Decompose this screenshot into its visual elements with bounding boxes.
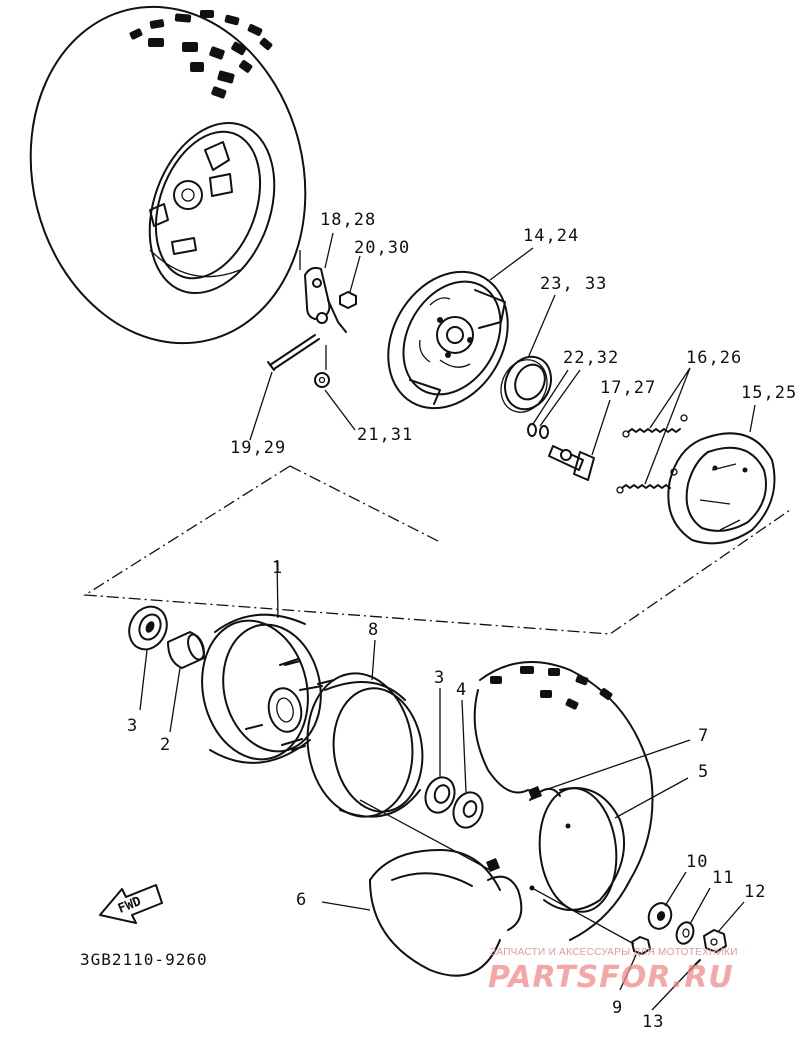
tread-blocks-lower [490,666,613,710]
callout-16-26: 16,26 [686,348,743,368]
callout-4: 4 [456,680,468,700]
fwd-arrow [99,884,163,924]
callout-11: 11 [712,868,735,888]
assembly-centerline [82,465,791,635]
callout-7: 7 [698,726,710,746]
callout-20-30: 20,30 [354,238,411,258]
collar [647,902,673,930]
brake-shoe-plate [387,270,509,410]
bearing-right [424,776,456,814]
tire-rim-outer [473,661,654,941]
washer [675,921,695,945]
oil-seal [500,355,552,413]
seal-washer [452,791,484,829]
callout-17-27: 17,27 [600,378,657,398]
brake-drum-ring [306,672,424,818]
brake-cam-lever [267,250,357,388]
callout-6: 6 [296,890,308,910]
brake-springs [616,414,688,494]
diagram-code: 3GB2110-9260 [80,950,208,969]
bearing-left [128,605,168,651]
callout-23-33: 23, 33 [540,274,608,294]
callout-13: 13 [642,1012,665,1032]
callout-18-28: 18,28 [320,210,377,230]
callout-3-right: 3 [434,668,446,688]
callout-21-31: 21,31 [357,425,414,445]
callout-12: 12 [744,882,767,902]
cotter-pin [689,959,701,971]
callout-10: 10 [686,852,709,872]
brake-camshaft [548,445,595,481]
wheel-hub [201,613,335,764]
callout-8: 8 [368,620,380,640]
rim-nut [631,936,651,955]
tread-blocks [129,10,273,99]
brake-shoes [667,432,776,545]
callout-5: 5 [698,762,710,782]
tire-rim-inner [369,849,535,977]
callout-14-24: 14,24 [523,226,580,246]
watermark-tagline: ЗАПЧАСТИ И АКСЕССУАРЫ ДЛЯ МОТОТЕХНИКИ [490,947,738,958]
callout-9: 9 [612,998,624,1018]
o-rings [527,423,549,439]
callout-15-25: 15,25 [741,383,798,403]
watermark-logo: PARTSFOR.RU [488,960,734,995]
callout-3-left: 3 [127,716,139,736]
callout-2: 2 [160,735,172,755]
assembled-wheel-top [29,5,307,345]
castle-nut [703,929,727,953]
callout-1: 1 [272,558,284,578]
spacer [167,631,205,669]
callout-19-29: 19,29 [230,438,287,458]
callout-22-32: 22,32 [563,348,620,368]
leader-lines [139,232,756,1011]
